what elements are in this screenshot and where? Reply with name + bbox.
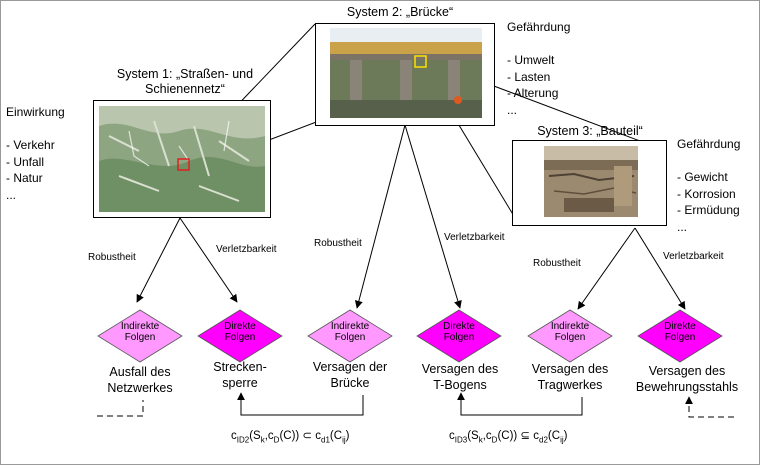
edge-label-robust-3: Robustheit (533, 258, 581, 269)
arrow-s2-robust (354, 124, 406, 309)
arrow-s1-verletz (179, 217, 238, 303)
arrow-s1-robust (136, 217, 181, 303)
feedback-arrow-1 (237, 392, 364, 416)
formula-1: cID2(Sk,cD(C)) ⊂ cd1(Cij) (231, 430, 350, 445)
gefaehrdung-component-heading: Gefährdung (677, 137, 741, 151)
system2-title: System 2: „Brücke“ (346, 5, 454, 19)
diamond-indirect-1-label: Indirekte Folgen (120, 321, 160, 343)
diamond-direct-2 (416, 309, 502, 363)
outcome-t-bogen: Versagen des T-Bogens (421, 362, 499, 392)
bridge-image (330, 28, 482, 118)
edge-label-robust-1: Robustheit (88, 252, 136, 263)
gefaehrdung-bridge-list: - Umwelt - Lasten - Alterung ... (507, 53, 559, 117)
einwirkung-heading: Einwirkung (6, 105, 65, 119)
outcome-bruecke: Versagen der Brücke (312, 360, 388, 390)
edge-label-verletz-1: Verletzbarkeit (216, 244, 277, 255)
outcome-bewehrungsstahl: Versagen des Bewehrungsstahls (635, 364, 739, 394)
dashed-stub-left (97, 400, 144, 417)
arrow-s3-verletz (634, 227, 686, 310)
diamond-direct-3-label: Direkte Folgen (664, 321, 696, 343)
edge-label-verletz-3: Verletzbarkeit (663, 251, 724, 262)
gefaehrdung-component-list: - Gewicht - Korrosion - Ermüdung ... (677, 170, 740, 234)
outcome-streckensperre: Strecken- sperre (213, 360, 267, 390)
outcome-netzwerk: Ausfall des Netzwerkes (107, 365, 173, 395)
edge-label-robust-2: Robustheit (314, 238, 362, 249)
diamond-direct-1 (197, 309, 283, 363)
diamond-direct-2-label: Direkte Folgen (443, 321, 475, 343)
arrow-s2-verletz (404, 124, 462, 309)
system3-title: System 3: „Bauteil“ (537, 124, 643, 138)
gefaehrdung-bridge-heading: Gefährdung (507, 20, 571, 34)
diamond-indirect-1 (97, 309, 183, 363)
dashed-stub-right (685, 396, 734, 418)
map-image (99, 106, 265, 212)
component-image (544, 146, 638, 217)
diamond-indirect-3-label: Indirekte Folgen (550, 321, 590, 343)
edge-label-verletz-2: Verletzbarkeit (444, 232, 505, 243)
diamond-direct-3 (637, 309, 723, 363)
diamond-indirect-3 (527, 309, 613, 363)
system1-title: System 1: „Straßen- und Schienennetz“ (116, 67, 254, 96)
arrow-s3-robust (577, 227, 636, 310)
outcome-tragwerk: Versagen des Tragwerkes (531, 362, 609, 392)
diamond-indirect-2-label: Indirekte Folgen (330, 321, 370, 343)
diamond-indirect-2 (307, 309, 393, 363)
feedback-arrow-2 (457, 392, 583, 416)
formula-2: cID3(Sk,cD(C)) ⊆ cd2(Cij) (449, 430, 568, 445)
diamond-direct-1-label: Direkte Folgen (224, 321, 256, 343)
einwirkung-list: - Verkehr - Unfall - Natur ... (6, 138, 55, 202)
